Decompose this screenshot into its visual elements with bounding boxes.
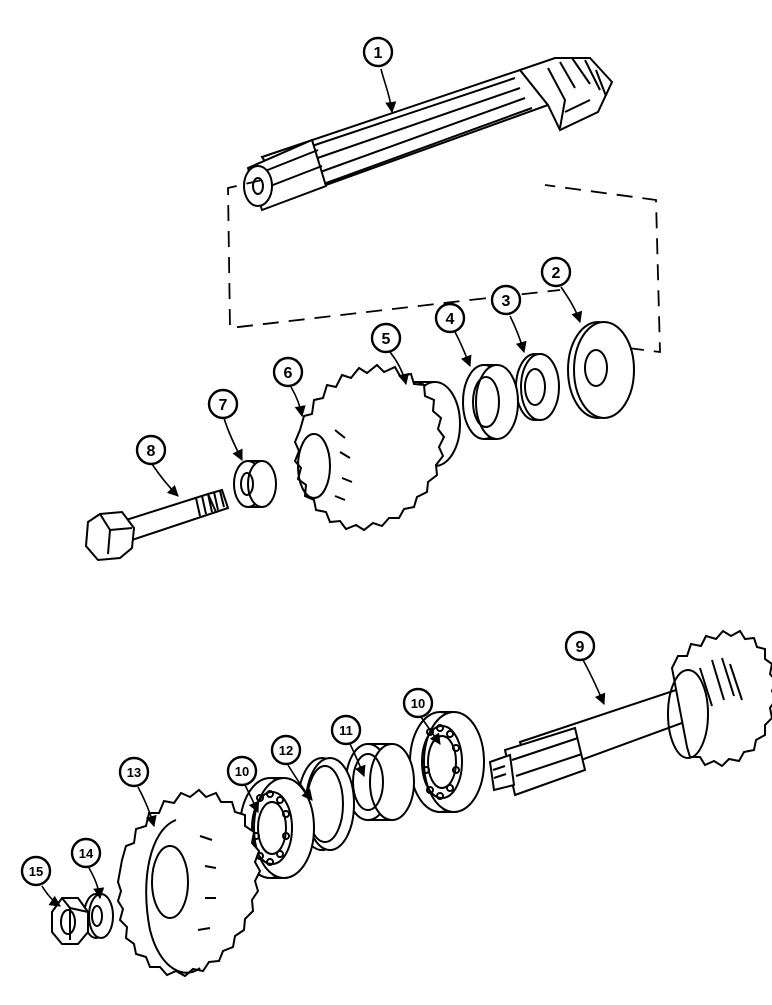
bearing-cup bbox=[462, 364, 519, 440]
small-spur-gear bbox=[293, 363, 446, 532]
callout-13-number: 13 bbox=[127, 765, 141, 780]
callout-10-left-number: 10 bbox=[235, 764, 249, 779]
callout-10-right-number: 10 bbox=[411, 696, 425, 711]
leader-lines bbox=[41, 68, 606, 907]
callout-7: 7 bbox=[207, 388, 239, 420]
assembly-dashed-line bbox=[227, 179, 661, 354]
callout-9: 9 bbox=[564, 630, 596, 662]
pinion-shaft bbox=[243, 57, 614, 212]
callout-9-number: 9 bbox=[576, 639, 585, 656]
callout-8: 8 bbox=[135, 434, 167, 466]
callout-14-number: 14 bbox=[79, 846, 94, 861]
callout-12-number: 12 bbox=[279, 743, 293, 758]
spacer-collar bbox=[233, 460, 277, 508]
callout-5-number: 5 bbox=[382, 331, 391, 348]
callout-1: 1 bbox=[362, 36, 394, 68]
callout-11: 11 bbox=[330, 714, 362, 746]
callout-8-number: 8 bbox=[147, 443, 156, 460]
large-spur-gear bbox=[116, 788, 262, 978]
callout-12: 12 bbox=[270, 734, 302, 766]
snap-ring bbox=[297, 757, 355, 851]
callout-7-number: 7 bbox=[219, 397, 228, 414]
callout-2: 2 bbox=[540, 256, 572, 288]
callout-4-number: 4 bbox=[446, 311, 455, 328]
ball-bearing-right bbox=[409, 711, 485, 813]
callout-10-left: 10 bbox=[226, 755, 258, 787]
callout-2-number: 2 bbox=[552, 265, 561, 282]
callout-15-number: 15 bbox=[29, 864, 43, 879]
callout-4: 4 bbox=[434, 302, 466, 334]
hex-bolt bbox=[84, 488, 230, 562]
callout-3-number: 3 bbox=[502, 293, 511, 310]
shim bbox=[515, 353, 560, 421]
callout-5: 5 bbox=[370, 322, 402, 354]
callout-3: 3 bbox=[490, 284, 522, 316]
callout-13: 13 bbox=[118, 756, 150, 788]
callout-14: 14 bbox=[70, 837, 102, 869]
shaft-integral-gear bbox=[488, 629, 772, 797]
callout-11-number: 11 bbox=[339, 723, 353, 738]
callout-1-number: 1 bbox=[374, 45, 383, 62]
callout-6-number: 6 bbox=[284, 365, 293, 382]
hex-nut bbox=[51, 897, 89, 945]
callout-10-right: 10 bbox=[402, 687, 434, 719]
callout-15: 15 bbox=[20, 855, 52, 887]
large-shim-washer bbox=[567, 321, 635, 419]
callout-6: 6 bbox=[272, 356, 304, 388]
